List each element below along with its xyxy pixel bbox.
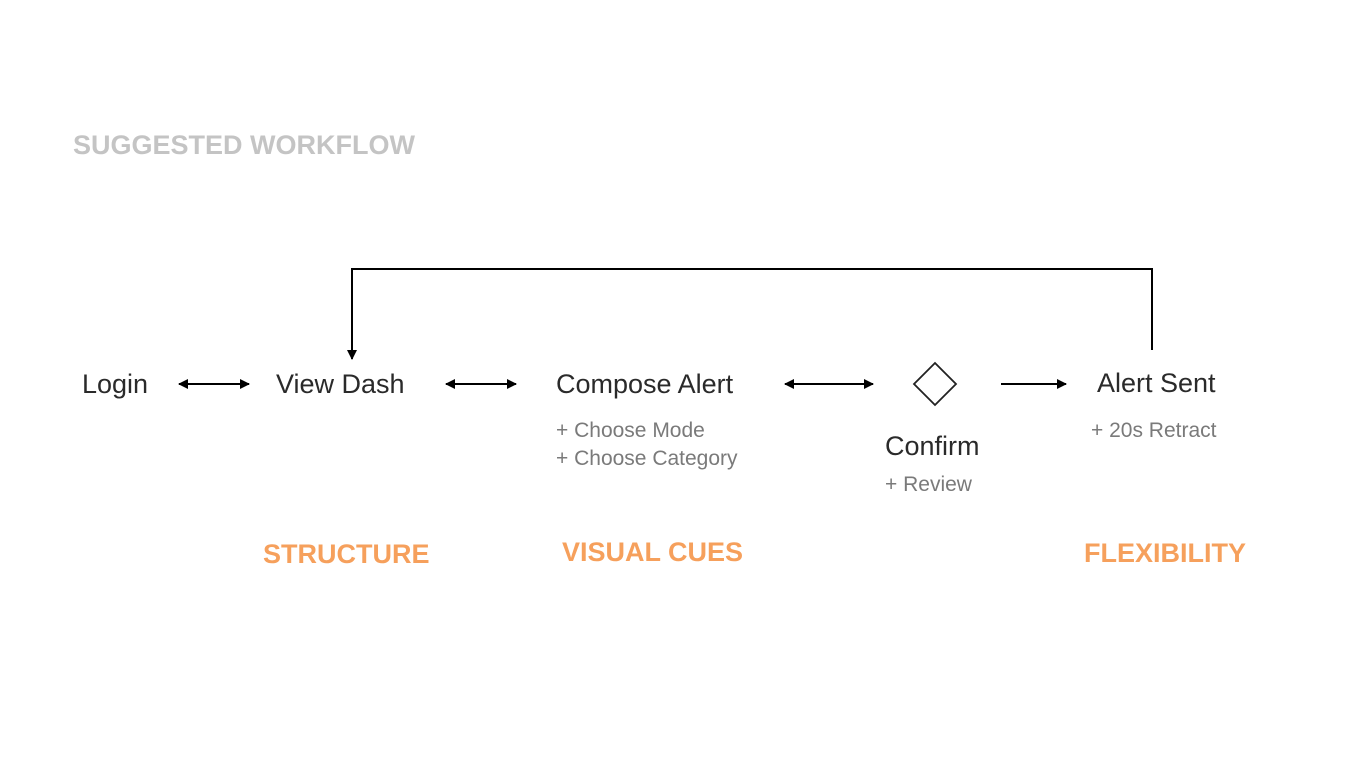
principle-visual-cues: VISUAL CUES [562, 537, 744, 567]
detail-retract: + 20s Retract [1091, 419, 1217, 442]
detail-choose-category: + Choose Category [556, 447, 738, 470]
principle-flexibility: FLEXIBILITY [1084, 538, 1246, 568]
node-alert-sent: Alert Sent [1097, 368, 1216, 398]
node-view-dash: View Dash [276, 369, 405, 399]
arrow-loop-sent-viewdash [347, 268, 1153, 360]
detail-review: + Review [885, 473, 972, 496]
node-confirm: Confirm [885, 431, 980, 461]
detail-choose-mode: + Choose Mode [556, 419, 705, 442]
principle-structure: STRUCTURE [263, 539, 430, 569]
diagram-heading: SUGGESTED WORKFLOW [73, 130, 415, 160]
decision-diamond-icon [912, 361, 958, 407]
node-login: Login [82, 369, 149, 399]
node-compose-alert: Compose Alert [556, 369, 734, 399]
